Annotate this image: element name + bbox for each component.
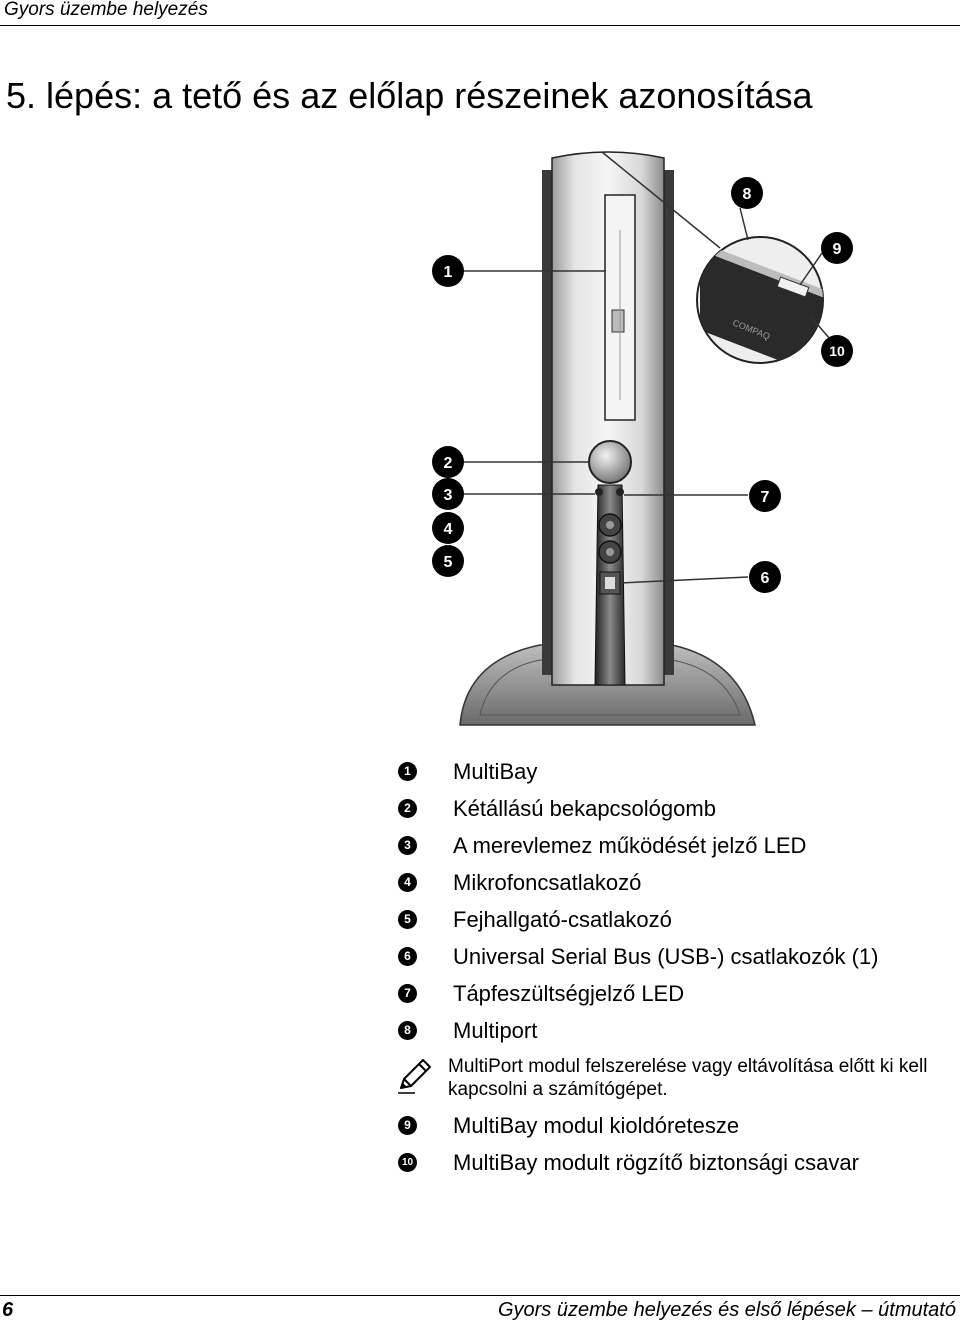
legend-label-5: Fejhallgató-csatlakozó (453, 907, 672, 932)
computer-front-figure: COMPAQ 1 2 3 4 (380, 140, 880, 740)
legend-marker-6: 6 (398, 947, 417, 966)
legend-label-10: MultiBay modult rögzítő biztonsági csava… (453, 1150, 859, 1175)
legend-marker-1: 1 (398, 762, 417, 781)
footer-doc-title: Gyors üzembe helyezés és első lépések – … (497, 1299, 956, 1321)
legend-marker-8: 8 (398, 1021, 417, 1040)
legend-label-7: Tápfeszültségjelző LED (453, 981, 685, 1006)
legend-marker-10: 10 (398, 1153, 417, 1172)
legend-marker-3: 3 (398, 836, 417, 855)
legend-label-1: MultiBay (453, 759, 538, 784)
right-side-panel (662, 170, 674, 675)
footer-rule (0, 1295, 960, 1296)
page-title: 5. lépés: a tető és az előlap részeinek … (6, 75, 813, 116)
svg-text:2: 2 (444, 455, 453, 472)
svg-text:6: 6 (761, 570, 770, 587)
microphone-jack-core (606, 521, 614, 529)
callout-10: 10 (821, 335, 853, 367)
callout-8: 8 (731, 177, 763, 209)
callout-6: 6 (749, 561, 781, 593)
usb-port-inner (605, 577, 615, 589)
running-header: Gyors üzembe helyezés (4, 0, 208, 20)
legend-marker-2: 2 (398, 799, 417, 818)
legend-marker-9: 9 (398, 1116, 417, 1135)
callout-1: 1 (432, 255, 464, 287)
header-rule (0, 25, 960, 26)
svg-text:3: 3 (444, 487, 453, 504)
callout-4: 4 (432, 512, 464, 544)
legend-marker-4: 4 (398, 873, 417, 892)
callout-7: 7 (749, 480, 781, 512)
callout-3: 3 (432, 478, 464, 510)
svg-text:8: 8 (743, 186, 752, 203)
callout-2: 2 (432, 446, 464, 478)
callout-9: 9 (821, 232, 853, 264)
callout-5: 5 (432, 545, 464, 577)
headphone-jack-core (606, 548, 614, 556)
callout-leaders (462, 151, 836, 584)
svg-text:10: 10 (829, 343, 845, 359)
legend-label-2: Kétállású bekapcsológomb (453, 796, 716, 821)
svg-text:5: 5 (444, 554, 453, 571)
legend-label-8: Multiport (453, 1018, 538, 1043)
hdd-led (595, 488, 603, 496)
svg-text:9: 9 (833, 241, 842, 258)
left-side-panel (542, 170, 554, 675)
pencil-note-icon (398, 1059, 431, 1094)
note-text: MultiPort modul felszerelése vagy eltávo… (448, 1056, 928, 1100)
legend-marker-7: 7 (398, 984, 417, 1003)
legend-label-9: MultiBay modul kioldóretesze (453, 1113, 740, 1138)
legend-label-3: A merevlemez működését jelző LED (453, 833, 807, 858)
svg-text:7: 7 (761, 489, 770, 506)
legend-label-4: Mikrofoncsatlakozó (453, 870, 642, 895)
legend-marker-5: 5 (398, 910, 417, 929)
page-number: 6 (2, 1299, 14, 1321)
svg-text:1: 1 (444, 264, 453, 281)
svg-text:4: 4 (444, 521, 453, 538)
zoom-dark-panel (700, 250, 823, 363)
legend-label-6: Universal Serial Bus (USB-) csatlakozók … (453, 944, 879, 969)
zoom-release-latch (776, 276, 810, 298)
computer-illustration: COMPAQ 1 2 3 4 (432, 151, 853, 726)
multibay-eject (611, 309, 625, 333)
power-button (588, 440, 632, 484)
power-led (616, 488, 624, 496)
